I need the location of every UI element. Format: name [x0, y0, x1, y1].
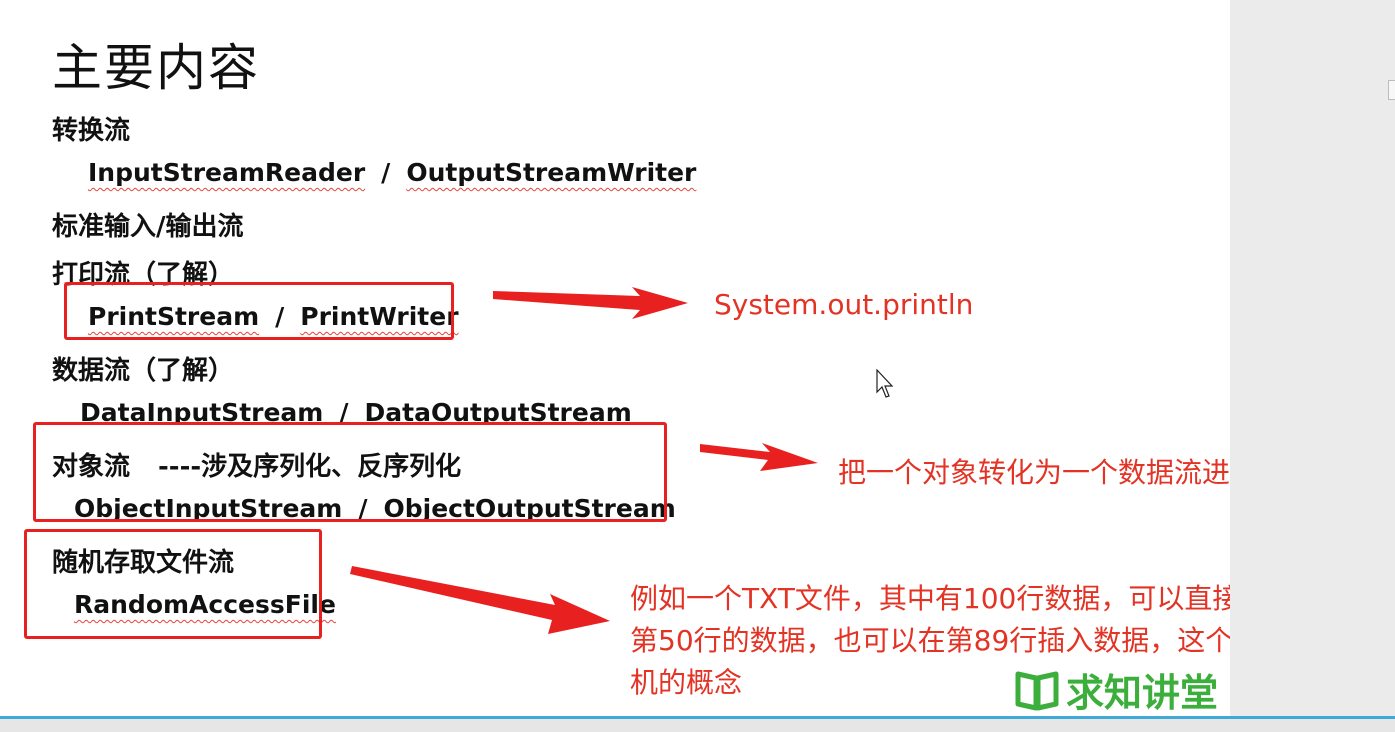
- random-note-line-3: 机的概念: [630, 666, 743, 699]
- class-outputstreamwriter: OutputStreamWriter: [406, 158, 697, 187]
- conversion-classes: InputStreamReader / OutputStreamWriter: [88, 158, 696, 187]
- watermark: 求知讲堂: [1014, 662, 1218, 717]
- data-classes: DataInputStream / DataOutputStream: [80, 398, 632, 424]
- mouse-pointer-icon: [876, 369, 894, 398]
- arrow-to-print-note: [493, 287, 688, 319]
- heading-print-stream: 打印流（了解）: [52, 260, 235, 290]
- random-note-line-1: 例如一个TXT文件，其中有100行数据，可以直接读取: [630, 582, 1297, 615]
- separator: /: [275, 302, 285, 331]
- class-printwriter: PrintWriter: [300, 302, 459, 331]
- scrollbar-thumb[interactable]: [1388, 80, 1395, 100]
- bottom-status-bar: [0, 716, 1395, 732]
- heading-conversion-stream: 转换流: [52, 116, 131, 146]
- object-stream-label: 对象流: [52, 452, 131, 482]
- print-stream-note: System.out.println: [714, 288, 974, 321]
- slide-title: 主要内容: [52, 39, 260, 97]
- heading-data-stream: 数据流（了解）: [52, 356, 235, 386]
- separator: /: [381, 158, 391, 187]
- slide-canvas: 主要内容 转换流 InputStreamReader / OutputStreamW…: [24, 39, 1318, 717]
- heading-standard-io: 标准输入/输出流: [52, 212, 244, 242]
- arrow-to-random-note: [350, 566, 610, 634]
- class-objectinputstream: ObjectInputStream: [74, 494, 343, 521]
- random-access-highlight-box: [24, 529, 322, 639]
- object-stream-note: ----涉及序列化、反序列化: [158, 452, 462, 482]
- annotation-arrows: [350, 287, 818, 634]
- class-inputstreamreader: InputStreamReader: [88, 158, 366, 187]
- class-dataoutputstream: DataOutputStream: [364, 398, 632, 424]
- object-stream-highlight-box: [33, 422, 667, 522]
- random-access-note: 例如一个TXT文件，其中有100行数据，可以直接读取 第50行的数据，也可以在第…: [630, 578, 1317, 704]
- separator: /: [358, 494, 368, 521]
- watermark-text: 求知讲堂: [1066, 671, 1219, 715]
- right-side-panel: [1230, 0, 1395, 716]
- heading-object-stream: 对象流 ----涉及序列化、反序列化: [52, 446, 461, 483]
- heading-random-access: 随机存取文件流: [52, 548, 235, 578]
- random-classes: RandomAccessFile: [74, 590, 336, 619]
- class-randomaccessfile: RandomAccessFile: [74, 590, 336, 619]
- class-datainputstream: DataInputStream: [80, 398, 324, 424]
- random-note-line-2: 第50行的数据，也可以在第89行插入数据，这个才是随: [630, 624, 1318, 657]
- arrow-to-object-note: [700, 443, 818, 471]
- separator: /: [339, 398, 349, 424]
- class-printstream: PrintStream: [88, 302, 260, 331]
- class-objectoutputstream: ObjectOutputStream: [383, 494, 676, 521]
- book-icon: [1015, 671, 1059, 710]
- object-classes: ObjectInputStream / ObjectOutputStream: [74, 494, 676, 521]
- print-classes: PrintStream / PrintWriter: [88, 302, 459, 331]
- print-stream-highlight-box: [64, 282, 454, 340]
